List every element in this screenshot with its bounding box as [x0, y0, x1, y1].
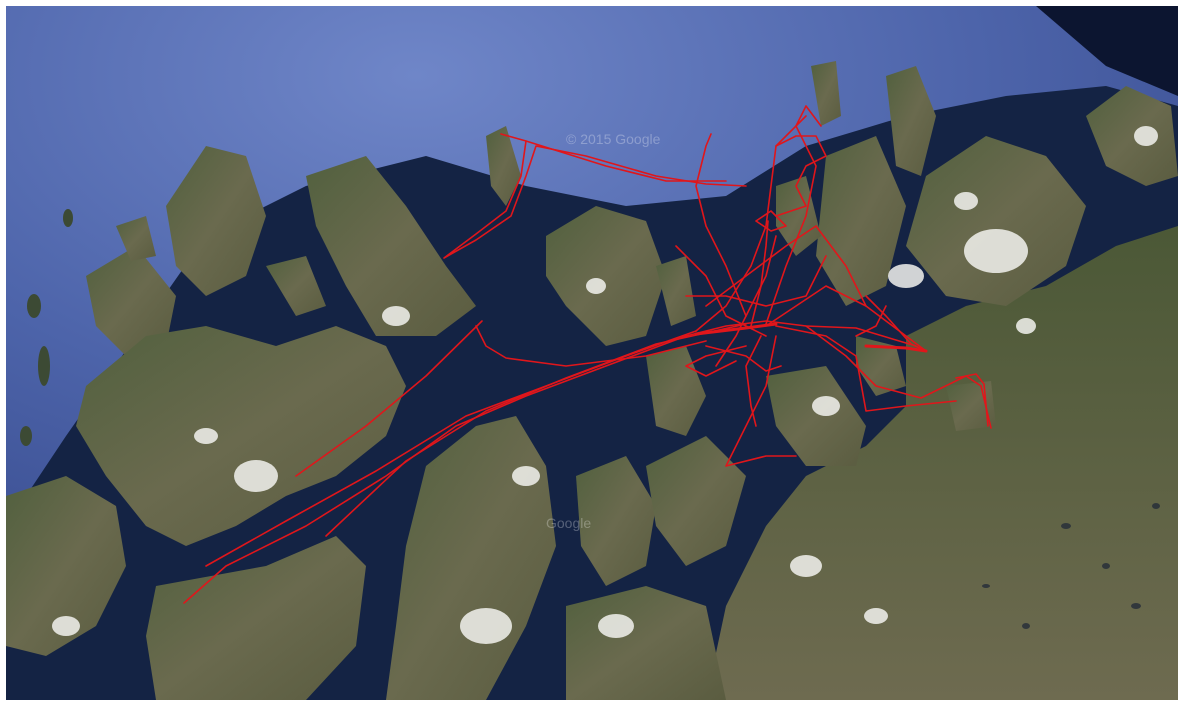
island-center-3: [656, 256, 696, 326]
island-south-3: [576, 456, 656, 586]
track-east-main: [864, 344, 928, 353]
snow-caps: [52, 126, 1158, 644]
track-hub-6: [695, 133, 747, 317]
skerry: [20, 426, 32, 446]
track-northwest-1: [443, 133, 747, 259]
track-hub-main: [694, 322, 778, 336]
island-south-2: [146, 536, 366, 700]
map-canvas: © 2015 Google Google: [6, 6, 1178, 700]
track-southwest-5: [295, 320, 483, 477]
map-watermark: © 2015 Google: [566, 131, 661, 147]
track-hub-12: [955, 373, 989, 427]
lakes: [982, 503, 1160, 629]
ship-tracks: [183, 105, 992, 604]
track-hub-11: [805, 325, 992, 429]
island-west-6: [116, 216, 156, 261]
satellite-map[interactable]: © 2015 Google Google: [6, 6, 1178, 700]
island-ne-3: [886, 66, 936, 176]
island-south-1: [6, 476, 126, 656]
island-southwest: [76, 326, 406, 546]
mainland: [706, 226, 1178, 700]
track-hub-4: [750, 220, 769, 327]
track-southwest-3: [325, 323, 747, 537]
track-hub-14: [685, 255, 827, 307]
island-west-4: [266, 256, 326, 316]
track-hub-5: [765, 285, 927, 352]
skerry: [63, 209, 73, 227]
island-south-long: [386, 416, 556, 700]
map-watermark-secondary: Google: [546, 515, 591, 531]
island-west-1: [306, 156, 476, 336]
island-west-2: [486, 126, 521, 206]
island-west-5: [86, 246, 176, 356]
track-hub-18: [865, 295, 927, 352]
island-ne-1: [1086, 86, 1178, 186]
track-hub-7: [765, 105, 822, 325]
island-ne-6: [811, 61, 841, 126]
island-ne-2: [906, 136, 1086, 306]
track-hub-16: [715, 235, 777, 367]
track-southwest-4: [475, 325, 707, 367]
track-hub-19: [685, 345, 747, 377]
ship-tracks-thick: [694, 322, 928, 353]
skerry: [27, 294, 41, 318]
track-hub-8: [725, 335, 797, 467]
track-hub-20: [775, 135, 827, 217]
island-center-1: [546, 206, 666, 346]
track-hub-15: [675, 245, 767, 337]
track-hub-13: [705, 225, 867, 307]
dark-corner: [1036, 6, 1178, 96]
island-south-5: [646, 436, 746, 566]
track-hub-9: [745, 335, 762, 427]
track-northwest-2: [525, 140, 727, 182]
skerry: [38, 346, 50, 386]
island-center-5: [856, 336, 906, 396]
island-ne-4: [816, 136, 906, 306]
track-hub-21: [755, 210, 787, 232]
island-center-4: [766, 366, 866, 466]
island-west-3: [166, 146, 266, 296]
island-south-4: [566, 586, 726, 700]
